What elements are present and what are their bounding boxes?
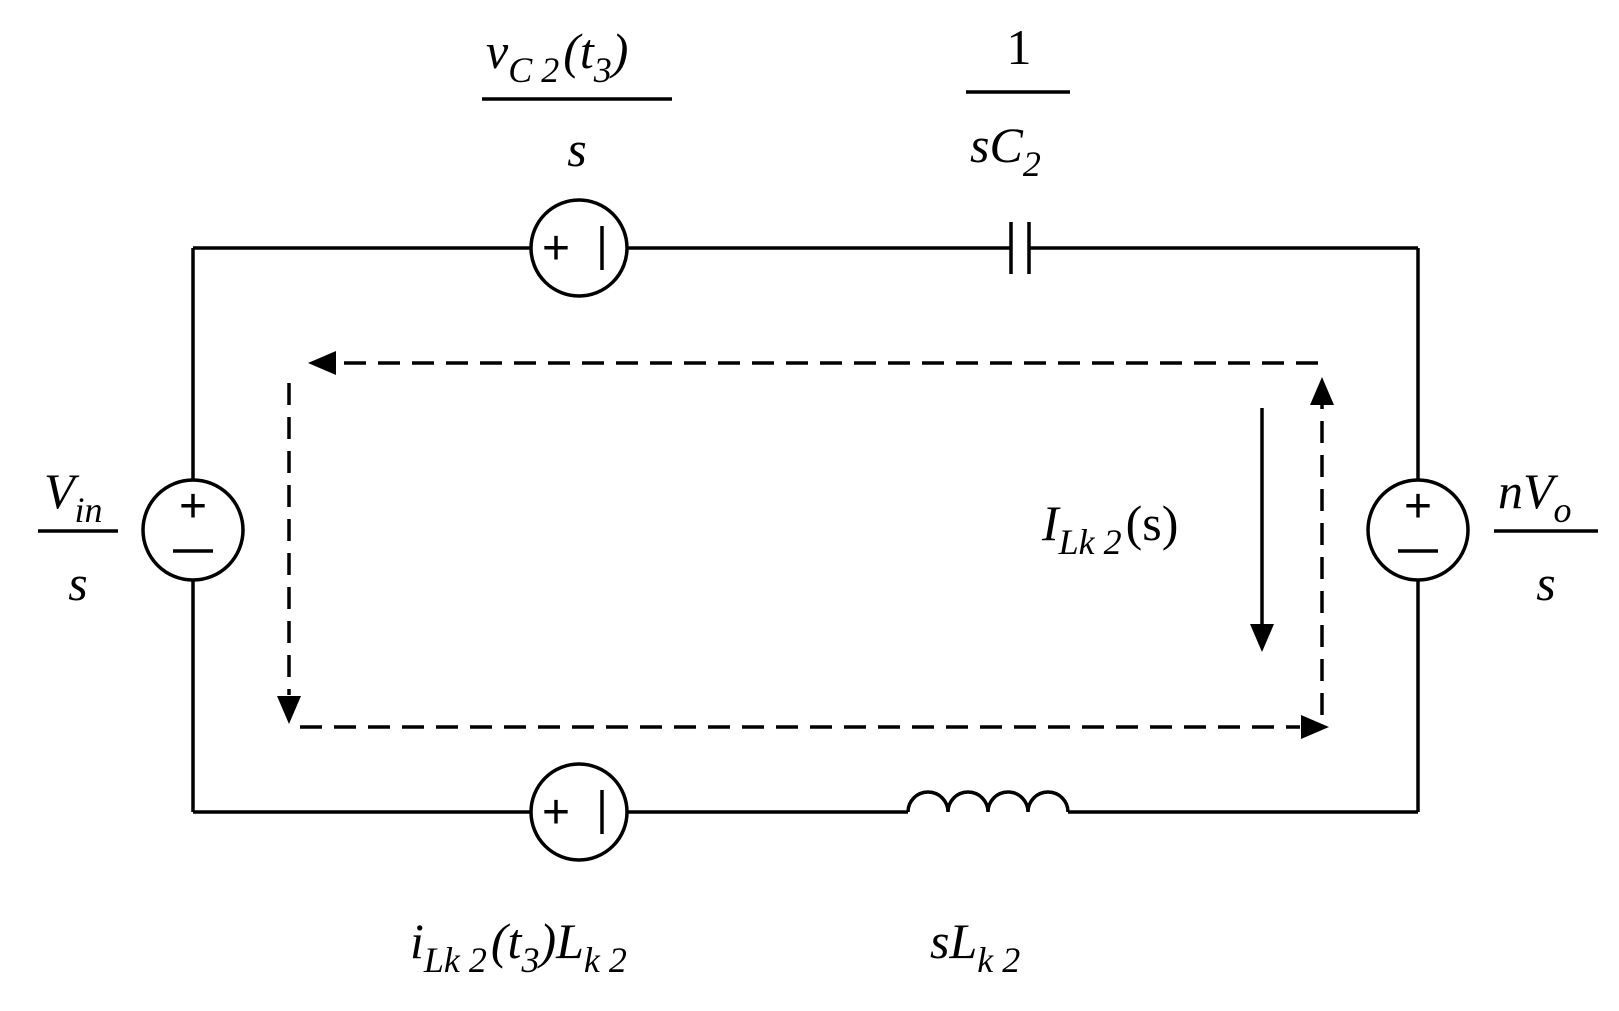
- source-nvo-plus: +: [1404, 480, 1432, 533]
- label-cap-den-main: sC: [970, 117, 1023, 173]
- source-vin: +: [141, 478, 245, 582]
- loop-bottom-arrowhead: [1301, 715, 1329, 739]
- source-vin-plus: +: [179, 480, 207, 533]
- label-nvo-sub: o: [1554, 490, 1572, 530]
- label-vin: Vin s: [38, 463, 118, 611]
- label-il-sub: Lk 2: [423, 940, 487, 980]
- source-vc2: +: [529, 198, 629, 298]
- label-current-sub: Lk 2: [1058, 522, 1122, 562]
- label-ind-sub: k 2: [977, 940, 1020, 980]
- label-il-arg-close: )L: [536, 913, 583, 969]
- current-loop-dashed: [277, 351, 1334, 739]
- inductor-lk2: [906, 790, 1070, 813]
- circuit-wires: [191, 246, 1420, 814]
- label-il-arg-sub: 3: [520, 940, 539, 980]
- svg-text:sLk 2: sLk 2: [930, 913, 1020, 980]
- label-vc2-main: v: [486, 23, 509, 79]
- source-vc2-plus: +: [542, 222, 570, 275]
- source-il-circle: [529, 762, 629, 862]
- source-nvo: +: [1366, 478, 1470, 582]
- label-ind-main: sL: [930, 913, 977, 969]
- current-arrow: [1250, 408, 1274, 652]
- label-vc2-sub: C 2: [508, 50, 559, 90]
- label-cap-den-sub: 2: [1023, 144, 1041, 184]
- label-current-main: I: [1041, 495, 1061, 551]
- source-vin-circle: [141, 478, 245, 582]
- label-cap-num: 1: [1007, 19, 1032, 75]
- label-current-arg: (s): [1126, 495, 1179, 551]
- label-vin-sub: in: [75, 490, 103, 530]
- label-vin-main: V: [44, 463, 80, 519]
- label-cap: 1 sC2: [966, 19, 1070, 184]
- label-vc2-den: s: [567, 121, 586, 177]
- label-vc2-arg-close: ): [609, 23, 629, 79]
- loop-right-arrowhead: [1310, 377, 1334, 405]
- svg-text:nVo: nVo: [1498, 463, 1572, 530]
- source-il: +: [529, 762, 629, 862]
- source-nvo-circle: [1366, 478, 1470, 582]
- label-il-tail-sub: k 2: [584, 940, 627, 980]
- svg-text:ILk 2(s): ILk 2(s): [1041, 495, 1178, 562]
- loop-top-arrowhead: [308, 351, 336, 375]
- loop-left-arrowhead: [277, 696, 301, 724]
- label-vin-den: s: [68, 555, 87, 611]
- label-vc2-arg: (t: [563, 23, 595, 79]
- current-arrow-head: [1250, 624, 1274, 652]
- inductor-coil: [906, 790, 1070, 813]
- label-nvo-main: nV: [1498, 463, 1559, 519]
- label-vc2-arg-sub: 3: [593, 50, 612, 90]
- source-il-plus: +: [542, 786, 570, 839]
- label-vc2: vC 2(t3) s: [482, 23, 672, 177]
- label-il-main: i: [410, 913, 424, 969]
- svg-text:sC2: sC2: [970, 117, 1041, 184]
- svg-text:Vin: Vin: [44, 463, 103, 530]
- label-current: ILk 2(s): [1041, 495, 1178, 562]
- svg-text:vC 2(t3): vC 2(t3): [486, 23, 628, 90]
- source-vc2-circle: [529, 198, 629, 298]
- capacitor-c2: [1009, 222, 1031, 274]
- label-nvo: nVo s: [1494, 463, 1598, 611]
- label-nvo-den: s: [1536, 555, 1555, 611]
- label-ind: sLk 2: [930, 913, 1020, 980]
- label-il-arg: (t: [491, 913, 523, 969]
- svg-text:iLk 2(t3)Lk 2: iLk 2(t3)Lk 2: [410, 913, 627, 980]
- label-il: iLk 2(t3)Lk 2: [410, 913, 627, 980]
